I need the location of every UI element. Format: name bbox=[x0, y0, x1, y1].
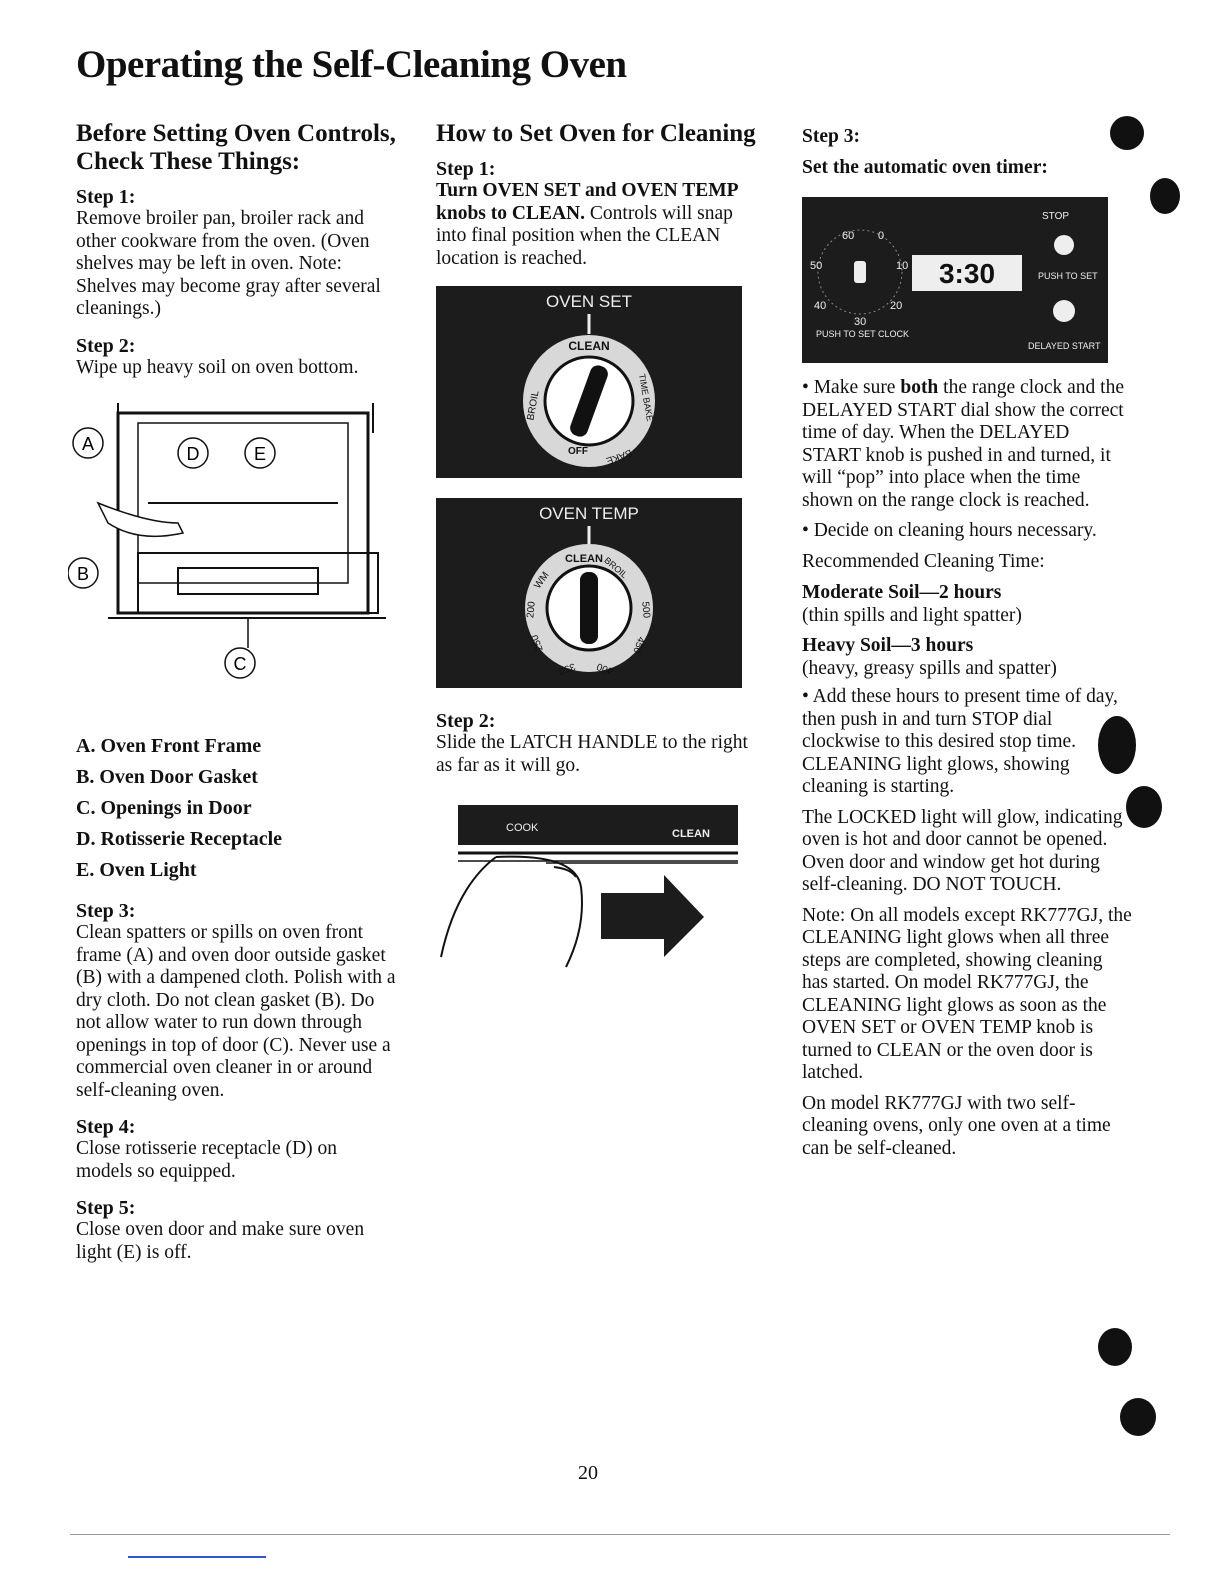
section-heading-before-setting: Before Setting Oven Controls, Check Thes… bbox=[76, 120, 396, 175]
cleaning-light-note: Note: On all models except RK777GJ, the … bbox=[802, 904, 1132, 1084]
timer-tick-30: 30 bbox=[854, 316, 866, 328]
binding-dot bbox=[1110, 116, 1144, 150]
step1-bold-instruction: Turn OVEN SET and OVEN TEMP knobs to CLE… bbox=[436, 180, 738, 224]
timer-tick-50: 50 bbox=[810, 260, 822, 272]
timer-push-to-set-clock: PUSH TO SET CLOCK bbox=[816, 329, 909, 339]
oven-set-knob-panel: OVEN SET CLEAN BROIL TIME BAKE BAKE OFF bbox=[436, 286, 742, 478]
timer-tick-0: 0 bbox=[878, 230, 884, 242]
diagram-label-c: C bbox=[234, 654, 247, 674]
column-before-setting: Before Setting Oven Controls, Check Thes… bbox=[68, 120, 396, 1278]
column-timer: Step 3: Set the automatic oven timer: 60… bbox=[802, 120, 1132, 1168]
timer-tick-10: 10 bbox=[896, 260, 908, 272]
legend-item: C. Openings in Door bbox=[76, 797, 252, 819]
oven-temp-500-label: 500 bbox=[639, 601, 651, 619]
step5-label: Step 5: bbox=[76, 1197, 136, 1219]
step1-label: Step 1: bbox=[436, 158, 496, 180]
moderate-soil-title: Moderate Soil—2 hours bbox=[802, 582, 1002, 603]
step2-label: Step 2: bbox=[76, 334, 136, 357]
timer-tick-40: 40 bbox=[814, 300, 826, 312]
step3-label: Step 3: bbox=[802, 126, 860, 147]
oven-set-off-label: OFF bbox=[568, 446, 588, 457]
timer-delayed-start: DELAYED START bbox=[1028, 341, 1101, 351]
step3-text: Clean spatters or spills on oven front f… bbox=[76, 922, 396, 1101]
step3-title: Set the automatic oven timer: bbox=[802, 156, 1048, 178]
binding-dot bbox=[1098, 1328, 1132, 1366]
step5-text: Close oven door and make sure oven light… bbox=[76, 1219, 365, 1263]
latch-clean-label: CLEAN bbox=[672, 828, 710, 840]
bullet1-pre: • Make sure bbox=[802, 377, 901, 398]
two-oven-model-note: On model RK777GJ with two self-cleaning … bbox=[802, 1092, 1111, 1159]
timer-tick-60: 60 bbox=[842, 230, 854, 242]
diagram-label-b: B bbox=[77, 564, 89, 584]
step4-label: Step 4: bbox=[76, 1116, 136, 1138]
oven-temp-clean-label: CLEAN bbox=[565, 553, 603, 565]
column-how-to-set: How to Set Oven for Cleaning Step 1: Tur… bbox=[436, 120, 756, 987]
bottom-blue-line bbox=[128, 1556, 266, 1558]
bottom-rule bbox=[70, 1534, 1170, 1535]
locked-light-text: The LOCKED light will glow, indicating o… bbox=[802, 806, 1123, 896]
timer-push-to-set: PUSH TO SET bbox=[1038, 271, 1098, 281]
timer-tick-20: 20 bbox=[890, 300, 902, 312]
bullet1-bold: both bbox=[900, 377, 939, 398]
timer-display: 3:30 bbox=[939, 258, 995, 289]
binding-dot bbox=[1120, 1398, 1156, 1436]
diagram-legend: A. Oven Front Frame B. Oven Door Gasket … bbox=[76, 731, 396, 886]
moderate-soil-desc: (thin spills and light spatter) bbox=[802, 605, 1022, 626]
legend-item: B. Oven Door Gasket bbox=[76, 766, 258, 788]
bullet-decide-hours: • Decide on cleaning hours necessary. bbox=[802, 520, 1097, 541]
diagram-label-e: E bbox=[254, 444, 266, 464]
diagram-label-d: D bbox=[187, 444, 200, 464]
recommended-time-label: Recommended Cleaning Time: bbox=[802, 550, 1045, 572]
heavy-soil-desc: (heavy, greasy spills and spatter) bbox=[802, 657, 1057, 679]
latch-cook-label: COOK bbox=[506, 822, 539, 834]
oven-set-clean-label: CLEAN bbox=[568, 339, 609, 353]
step1-label: Step 1: bbox=[76, 186, 136, 208]
legend-item: E. Oven Light bbox=[76, 859, 197, 881]
step2-label: Step 2: bbox=[436, 710, 496, 732]
step1-instruction: Controls will snap into final position w… bbox=[436, 202, 733, 269]
heavy-soil-title: Heavy Soil—3 hours bbox=[802, 634, 974, 656]
oven-diagram: A D E B C bbox=[68, 403, 386, 679]
page-title: Operating the Self-Cleaning Oven bbox=[76, 43, 627, 86]
legend-item: D. Rotisserie Receptacle bbox=[76, 828, 283, 850]
timer-stop-label: STOP bbox=[1042, 211, 1069, 222]
step3-label: Step 3: bbox=[76, 900, 136, 922]
bullet-add-hours: • Add these hours to present time of day… bbox=[802, 686, 1118, 797]
bullet-check-clocks: • Make sure both the range clock and the… bbox=[802, 377, 1132, 512]
step1-text: Turn OVEN SET and OVEN TEMP knobs to CLE… bbox=[436, 180, 756, 270]
page-number: 20 bbox=[578, 1462, 598, 1484]
binding-dot bbox=[1098, 716, 1136, 774]
bullet1-post: the range clock and the DELAYED START di… bbox=[802, 377, 1124, 511]
binding-dot bbox=[1150, 178, 1180, 214]
oven-timer-panel: 60 0 50 10 40 20 30 PUSH TO SET CLOCK 3:… bbox=[802, 197, 1108, 363]
oven-temp-200-label: 200 bbox=[525, 601, 537, 619]
oven-set-broil-label: BROIL bbox=[526, 389, 542, 421]
step1-text: Remove broiler pan, broiler rack and oth… bbox=[76, 208, 381, 319]
step2-text: Wipe up heavy soil on oven bottom. bbox=[76, 356, 359, 378]
oven-temp-caption: OVEN TEMP bbox=[539, 504, 639, 523]
step2-text: Slide the LATCH HANDLE to the right as f… bbox=[436, 732, 748, 776]
oven-set-caption: OVEN SET bbox=[546, 292, 632, 311]
diagram-label-a: A bbox=[82, 434, 94, 454]
step4-text: Close rotisserie receptacle (D) on model… bbox=[76, 1138, 337, 1182]
oven-temp-knob-panel: OVEN TEMP CLEAN BROIL WM 200 250 350 400… bbox=[436, 498, 742, 688]
section-heading-how-to-set: How to Set Oven for Cleaning bbox=[436, 120, 756, 147]
binding-dot bbox=[1126, 786, 1162, 828]
latch-handle-diagram: COOK CLEAN bbox=[440, 805, 738, 968]
legend-item: A. Oven Front Frame bbox=[76, 735, 262, 757]
